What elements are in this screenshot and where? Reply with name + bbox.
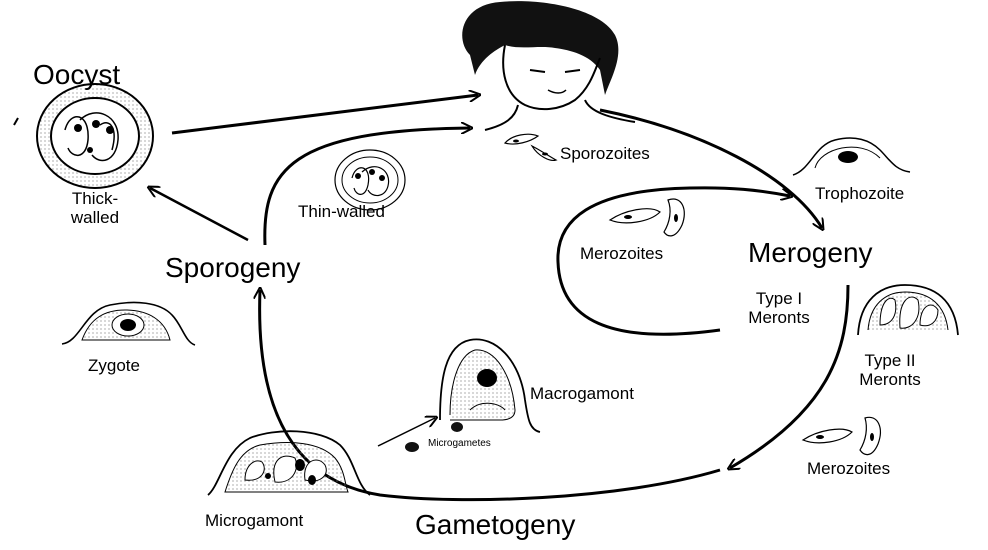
zygote-icon [62,302,195,345]
merozoite-icon [803,417,880,454]
type-i-label-line2: Meronts [724,309,834,328]
thick-walled-label-line1: Thick- [60,190,130,209]
infection-arrow [172,95,478,133]
microgametes-label: Microgametes [428,438,491,449]
type-i-meronts-label: Type I Meronts [724,290,834,327]
fertilization-arrow [378,418,435,446]
macrogamont-label: Macrogamont [530,385,634,404]
merozoites-bottom-label: Merozoites [807,460,890,479]
thick-walled-label: Thick- walled [60,190,130,227]
merozoite-icon [610,199,684,236]
thin-walled-oocyst-icon [335,150,405,210]
zygote-label: Zygote [88,357,140,376]
sporozoites-label: Sporozoites [560,145,650,164]
thick-walled-label-line2: walled [60,209,130,228]
merozoites-top-label: Merozoites [580,245,663,264]
trophozoite-icon [793,138,910,175]
thin-walled-label: Thin-walled [298,203,385,222]
stray-mark [14,118,18,125]
thick-walled-oocyst-icon [37,84,153,188]
merogeny-label: Merogeny [748,238,873,269]
microgamont-label: Microgamont [205,512,303,531]
sporozoite-icon [505,134,556,160]
type-ii-meronts-label: Type II Meronts [835,352,945,389]
trophozoite-label: Trophozoite [815,185,904,204]
type-ii-meront-icon [858,285,958,335]
macrogamont-icon [440,339,540,432]
sporogeny-label: Sporogeny [165,253,300,284]
microgamont-icon [208,431,370,495]
type-i-label-line1: Type I [724,290,834,309]
to-oocyst-arrow [150,188,248,240]
type-ii-label-line2: Meronts [835,371,945,390]
oocyst-label: Oocyst [33,60,120,91]
gametogeny-label: Gametogeny [415,510,575,541]
type-ii-label-line1: Type II [835,352,945,371]
